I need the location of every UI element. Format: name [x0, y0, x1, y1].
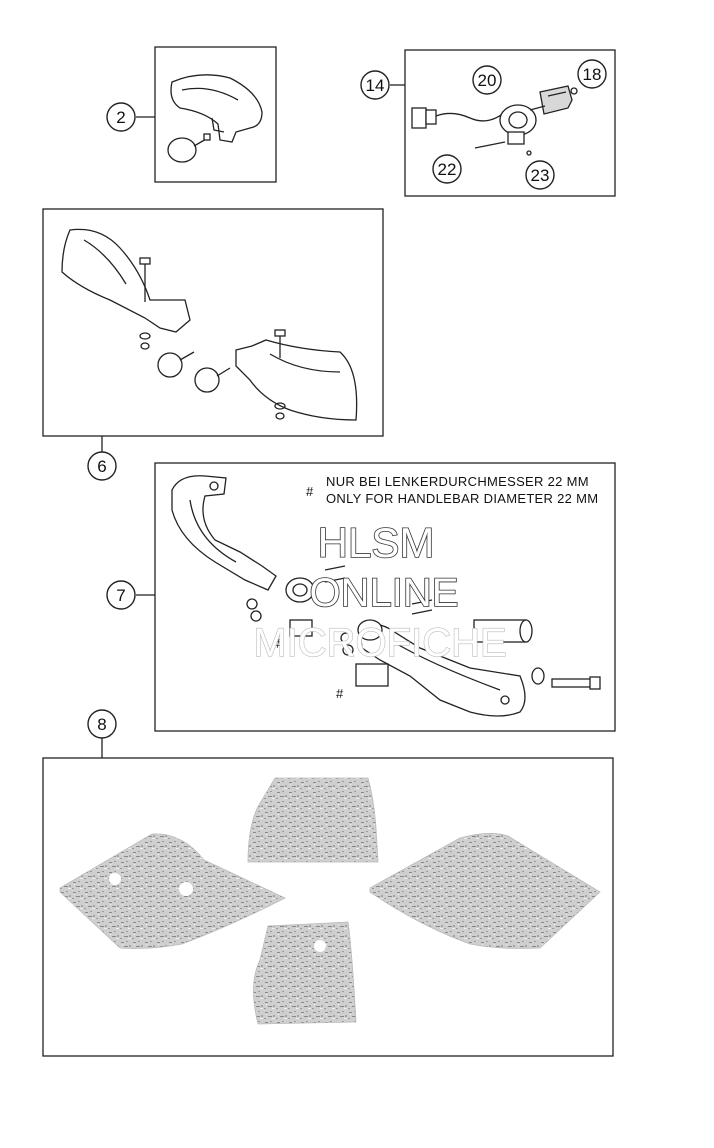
cable-ties-6 — [157, 351, 231, 393]
sticker-left-hole-2 — [179, 882, 193, 896]
switch-housing-part — [474, 104, 537, 156]
svg-text:8: 8 — [97, 715, 106, 734]
group-8 — [42, 738, 614, 1057]
handguard-bar-left-part — [171, 475, 277, 591]
callout-7: 7 — [106, 580, 136, 610]
note-line-de: NUR BEI LENKERDURCHMESSER 22 MM — [326, 474, 589, 489]
sticker-bottom-hole — [314, 940, 326, 952]
watermark-line-2: ONLINE — [310, 571, 459, 615]
handguard-bar-right-part — [359, 619, 533, 717]
sticker-left-hole-1 — [109, 873, 121, 885]
svg-text:23: 23 — [531, 166, 550, 185]
callout-6: 6 — [87, 451, 117, 481]
hash-mark-upper: # — [276, 636, 284, 651]
group-2 — [136, 46, 277, 183]
svg-text:7: 7 — [116, 586, 125, 605]
svg-text:2: 2 — [116, 108, 125, 127]
callout-18: 18 — [577, 59, 607, 89]
note-line-en: ONLY FOR HANDLEBAR DIAMETER 22 MM — [326, 491, 598, 506]
handguard-right-part — [235, 329, 358, 421]
watermark-line-1: HLSM — [318, 519, 435, 566]
hash-mark-lower: # — [336, 686, 344, 701]
cable-tie-2 — [167, 133, 211, 163]
svg-text:18: 18 — [583, 65, 602, 84]
svg-text:14: 14 — [366, 76, 385, 95]
handguard-small-part — [170, 74, 263, 143]
sticker-right — [369, 833, 601, 949]
group-6 — [42, 208, 384, 452]
note-block: # NUR BEI LENKERDURCHMESSER 22 MM ONLY F… — [306, 474, 598, 506]
svg-text:6: 6 — [97, 457, 106, 476]
callout-20: 20 — [472, 65, 502, 95]
svg-text:22: 22 — [438, 160, 457, 179]
switch-block-part — [529, 85, 578, 115]
watermark-line-3: MICROFICHE — [253, 621, 506, 665]
sticker-bottom — [253, 921, 357, 1025]
note-symbol: # — [306, 484, 314, 499]
callout-2: 2 — [106, 102, 136, 132]
hash-marks: # # — [276, 636, 344, 701]
clamps-left-part — [246, 565, 346, 637]
clamps-right-part — [340, 599, 601, 690]
handguard-left-part — [61, 228, 191, 350]
watermark: HLSM ONLINE MICROFICHE — [253, 518, 508, 665]
callout-8: 8 — [87, 709, 117, 739]
group-7: # # # NUR BEI LENKERDURCHMESSER 22 MM ON… — [136, 462, 616, 732]
callout-22: 22 — [432, 154, 462, 184]
sticker-left — [59, 833, 286, 949]
sticker-top — [247, 777, 379, 863]
wiring-harness — [411, 107, 506, 129]
callout-14: 14 — [360, 70, 390, 100]
svg-text:20: 20 — [478, 71, 497, 90]
callout-23: 23 — [525, 160, 555, 190]
